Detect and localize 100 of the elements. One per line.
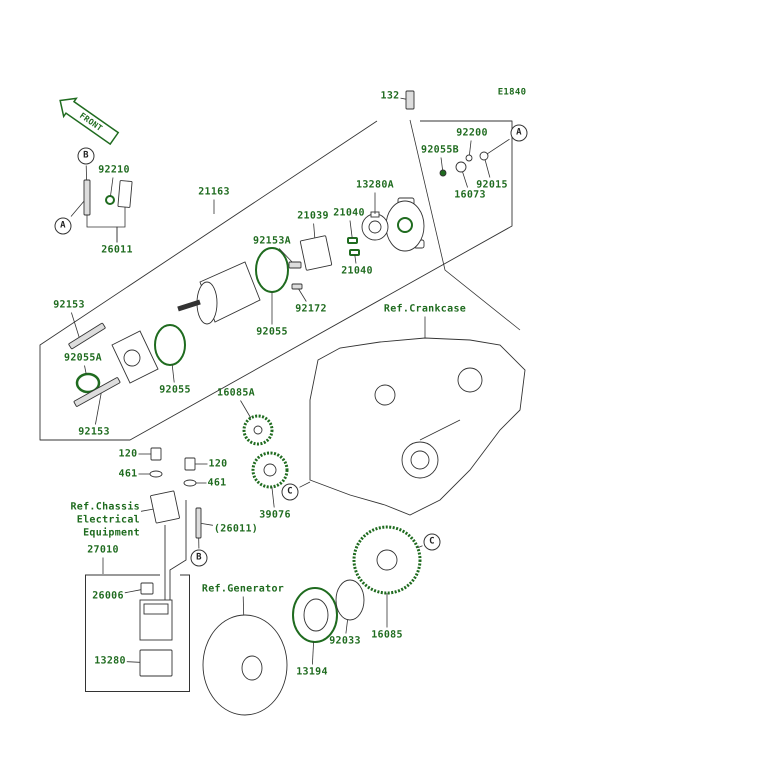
part-number: 13280A: [356, 178, 394, 192]
leader-line: [102, 557, 104, 574]
reference-label: Ref.Crankcase: [384, 302, 466, 316]
relay-cover: [140, 650, 172, 676]
part-number: 21040: [333, 206, 365, 220]
reference-circle: A: [54, 218, 72, 234]
leader-line: [299, 482, 310, 488]
kit-outline: [85, 575, 190, 692]
seal: [440, 170, 446, 176]
brush-plate: [300, 235, 332, 271]
leader-line: [116, 206, 126, 243]
part-number: 21039: [297, 210, 329, 222]
part-number: 92153: [78, 426, 110, 438]
reference-circle: B: [190, 550, 208, 566]
leader-line: [86, 165, 87, 180]
reference-label: Ref.Generator: [202, 582, 284, 596]
leader-line: [272, 486, 275, 508]
leader-line: [71, 312, 80, 338]
leader-line: [240, 400, 252, 418]
part-number: 27010: [87, 544, 119, 556]
part-number: 120: [208, 458, 228, 470]
leader-line: [313, 223, 316, 238]
washer: [480, 152, 488, 160]
drawing-code: E1840: [498, 86, 526, 100]
reference-circle: C: [424, 534, 440, 550]
reference-circle: B: [78, 148, 94, 164]
part-number: 92033: [329, 634, 361, 648]
part-number: 16085: [371, 628, 403, 642]
washer: [150, 470, 162, 478]
part-number: 92153: [53, 298, 85, 312]
part-number: 92200: [456, 126, 488, 140]
leader-line: [417, 545, 423, 548]
washer: [466, 154, 472, 162]
leader-line: [386, 592, 388, 628]
leader-line: [126, 661, 140, 663]
part-number: 92055A: [64, 352, 102, 364]
bolt: [184, 458, 196, 470]
circlip: [336, 580, 364, 620]
part-number: 39076: [259, 508, 291, 522]
bolt: [288, 262, 302, 268]
starter-lead: [196, 508, 202, 538]
o-ring: [154, 324, 186, 366]
leader-line: [95, 392, 102, 425]
reference-circle: A: [510, 124, 528, 142]
leader-line: [298, 288, 307, 302]
bolt: [406, 90, 414, 110]
nut: [105, 195, 115, 205]
crankcase-drawing: [310, 338, 526, 516]
part-number: 26011: [101, 244, 133, 256]
o-ring: [76, 372, 100, 394]
leader-line: [84, 365, 87, 374]
part-number: 120: [118, 448, 138, 460]
seal: [456, 162, 466, 172]
leader-line: [70, 200, 84, 217]
part-number: 461: [118, 468, 138, 480]
part-number: 21163: [198, 186, 230, 198]
part-number: 92153A: [253, 234, 291, 248]
fuse: [140, 582, 154, 594]
screw: [292, 284, 302, 290]
leader-line: [346, 619, 348, 634]
reference-circle: C: [282, 484, 298, 500]
part-number: 21040: [341, 264, 373, 278]
part-number: 16085A: [217, 386, 255, 400]
gear: [242, 414, 274, 446]
leader-line: [486, 138, 510, 154]
leader-line: [440, 157, 443, 170]
gear: [252, 452, 288, 488]
brush: [349, 249, 360, 256]
leader-line: [172, 364, 175, 383]
leader-line: [312, 642, 314, 665]
leader-line: [278, 248, 292, 262]
leader-line: [140, 508, 154, 512]
part-number: 13280: [94, 654, 126, 668]
terminal-boot: [117, 180, 133, 208]
part-number: 461: [208, 476, 226, 490]
leader-line: [196, 482, 207, 484]
part-number: 132: [380, 90, 400, 102]
leader-line: [110, 177, 114, 196]
leader-line: [400, 98, 406, 100]
leader-line: [374, 192, 376, 214]
leader-line: [462, 171, 468, 188]
leader-line: [200, 523, 214, 526]
starter-cable: [84, 180, 90, 216]
part-number: (26011): [214, 522, 258, 536]
leader-line: [198, 538, 200, 549]
part-number: 92172: [295, 302, 327, 316]
brush: [347, 237, 358, 244]
leader-line: [354, 254, 356, 264]
part-number: 92210: [98, 164, 130, 176]
washer: [184, 480, 196, 486]
part-number: 92055: [256, 326, 288, 338]
part-number: 16073: [454, 188, 486, 202]
leader-line: [424, 316, 426, 338]
leader-line: [469, 140, 472, 156]
gear: [352, 526, 422, 594]
part-number: 92055B: [421, 144, 459, 156]
leader-line: [242, 596, 244, 616]
part-number: 26006: [92, 590, 124, 602]
leader-line: [484, 160, 490, 178]
leader-line: [350, 220, 353, 238]
